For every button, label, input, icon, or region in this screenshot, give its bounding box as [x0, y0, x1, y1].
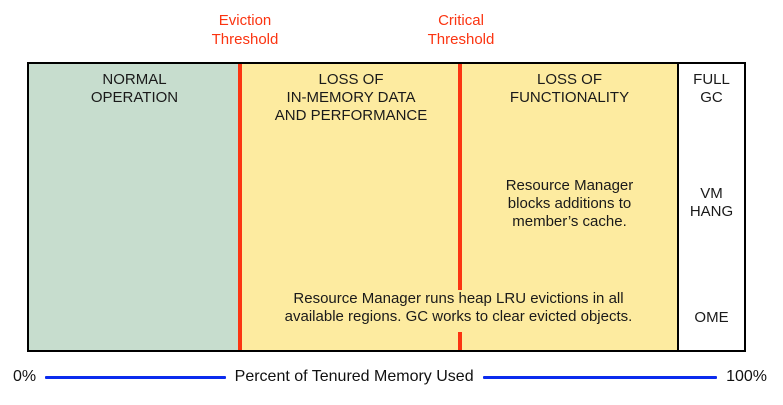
axis-max-label: 100% — [726, 368, 767, 385]
axis-line-right — [482, 375, 718, 379]
critical-region-heading: LOSS OF FUNCTIONALITY — [509, 71, 630, 106]
critical-region-note: Resource Manager blocks additions to mem… — [505, 177, 634, 230]
critical-threshold-line-lower — [458, 332, 462, 350]
outcome-vm-hang: VM HANG — [689, 185, 734, 220]
axis-line-left — [45, 375, 226, 379]
eviction-region-note: Resource Manager runs heap LRU evictions… — [284, 290, 633, 325]
critical-threshold-line-upper — [458, 64, 462, 290]
axis-title: Percent of Tenured Memory Used — [234, 368, 474, 385]
eviction-threshold-label: Eviction Threshold — [211, 12, 279, 48]
outcome-column-divider — [677, 64, 679, 350]
outcome-ome: OME — [694, 309, 729, 326]
normal-operation-region — [29, 64, 240, 350]
memory-axis: 0% Percent of Tenured Memory Used 100% — [13, 366, 767, 388]
critical-threshold-label: Critical Threshold — [427, 12, 495, 48]
diagram-frame: NORMAL OPERATION LOSS OF IN-MEMORY DATA … — [27, 62, 746, 352]
outcome-full-gc: FULL GC — [693, 71, 730, 106]
normal-operation-heading: NORMAL OPERATION — [90, 71, 179, 106]
axis-min-label: 0% — [13, 368, 37, 385]
eviction-region-heading: LOSS OF IN-MEMORY DATA AND PERFORMANCE — [274, 71, 428, 124]
eviction-threshold-line — [238, 64, 242, 350]
